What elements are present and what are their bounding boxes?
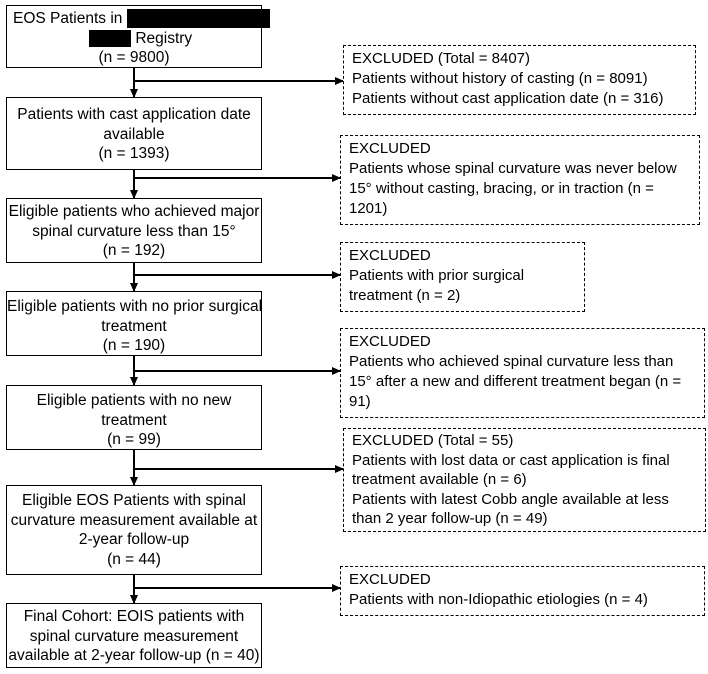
- redaction-bar-1: [126, 9, 270, 29]
- registry-label-2: Registry: [135, 29, 193, 47]
- no-new-treatment-box: Eligible patients with no new treatment …: [6, 385, 262, 450]
- excluded-box-2: EXCLUDED Patients whose spinal curvature…: [340, 135, 700, 225]
- cast-date-box: Patients with cast application date avai…: [6, 97, 262, 170]
- registry-box: EOS Patients in Registry (n = 9800): [6, 5, 270, 68]
- no-surgery-box: Eligible patients with no prior surgical…: [6, 291, 262, 356]
- curvature-box: Eligible patients who achieved major spi…: [6, 198, 262, 263]
- excluded-box-1: EXCLUDED (Total = 8407) Patients without…: [343, 45, 696, 115]
- excluded-box-4: EXCLUDED Patients who achieved spinal cu…: [340, 328, 705, 418]
- excluded-box-3: EXCLUDED Patients with prior surgical tr…: [340, 242, 585, 312]
- excluded-box-5: EXCLUDED (Total = 55) Patients with lost…: [343, 428, 706, 532]
- registry-label: EOS Patients in: [13, 10, 123, 27]
- redaction-bar-2: [89, 29, 131, 47]
- excluded-box-6: EXCLUDED Patients with non-Idiopathic et…: [340, 566, 705, 616]
- registry-count: (n = 9800): [98, 49, 170, 66]
- two-year-followup-box: Eligible EOS Patients with spinal curvat…: [6, 485, 262, 575]
- final-cohort-box: Final Cohort: EOIS patients with spinal …: [6, 603, 262, 668]
